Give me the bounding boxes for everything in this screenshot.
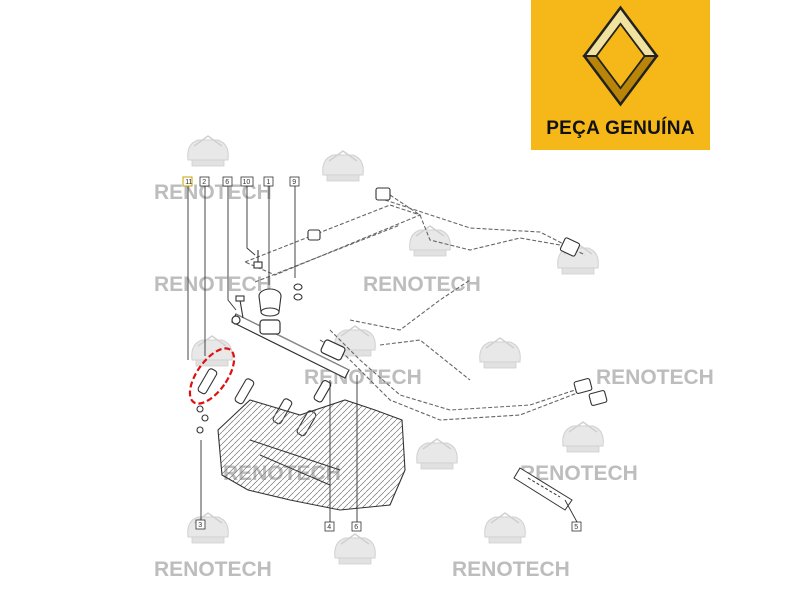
svg-text:1: 1 [267,179,271,186]
svg-text:11: 11 [185,179,192,186]
connectors [307,187,608,406]
renault-logo-icon [582,5,659,107]
engine-block [217,399,406,511]
watermark-text: RENOTECH [154,181,272,204]
fuel-rail [231,313,350,379]
watermark-text: RENOTECH [452,558,570,581]
svg-text:3: 3 [198,522,202,529]
svg-text:5: 5 [574,524,578,531]
watermark-text: RENOTECH [363,273,481,296]
leader-lines [187,184,578,523]
callout-labels: 11 2 6 10 1 9 3 4 6 5 [182,176,582,532]
svg-text:2: 2 [202,179,206,186]
pressure-regulator [258,288,282,317]
svg-text:6: 6 [225,179,229,186]
gasket [513,467,573,511]
svg-text:9: 9 [292,179,296,186]
badge-label: PEÇA GENUÍNA [546,118,695,139]
small-parts [235,250,303,319]
watermark-text: RENOTECH [596,366,714,389]
watermark-text: RENOTECH [520,462,638,485]
svg-text:4: 4 [327,524,331,531]
svg-text:10: 10 [243,179,251,186]
svg-text:6: 6 [354,524,358,531]
watermark-text: RENOTECH [154,558,272,581]
genuine-part-badge: PEÇA GENUÍNA [531,0,710,150]
highlighted-injector-ring [188,347,236,405]
watermark-text: RENOTECH [154,273,272,296]
